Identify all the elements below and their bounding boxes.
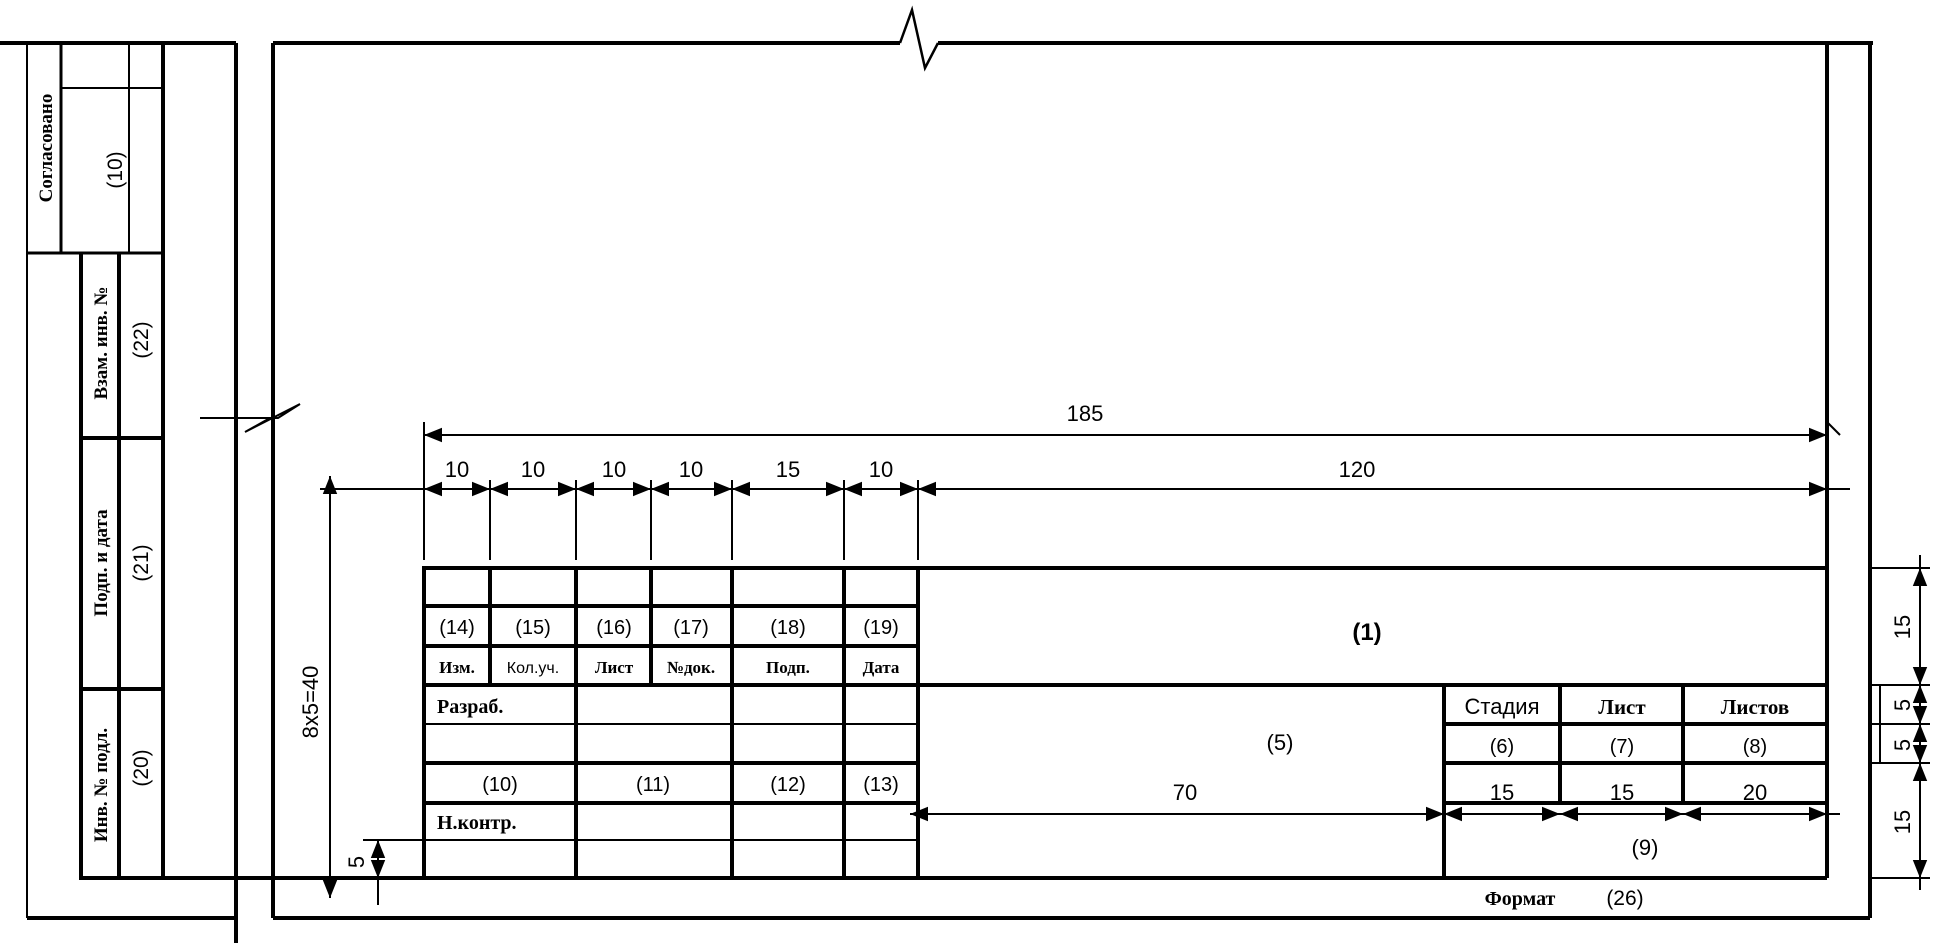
break-mark-left — [200, 403, 301, 433]
dim-col-7: 120 — [1339, 457, 1376, 482]
dim-bottom-row: 5 — [344, 856, 369, 868]
title-block-grid — [422, 566, 1827, 878]
row-field-11: (11) — [636, 774, 670, 796]
norm-control-label: Н.контр. — [437, 812, 517, 834]
row-field-13: (13) — [863, 774, 899, 796]
sheets-label: Листов — [1721, 695, 1789, 719]
dim-col-4: 10 — [679, 457, 703, 482]
sheet-label: Лист — [1598, 695, 1646, 719]
orig-inv-label: Инв. № подл. — [91, 728, 112, 842]
dim-col-2: 10 — [521, 457, 545, 482]
dim-right-1: 15 — [1890, 615, 1915, 639]
dim-total-height: 8x5=40 — [298, 666, 323, 739]
dim-right-3: 5 — [1890, 739, 1915, 751]
dim-col-3: 10 — [602, 457, 626, 482]
agreed-label: Согласовано — [36, 94, 57, 203]
sign-date-label: Подп. и дата — [91, 509, 112, 617]
agreed-num: (10) — [104, 151, 127, 188]
format-num: (26) — [1606, 887, 1643, 910]
header-change: Изм. — [439, 658, 475, 677]
replaced-inv-num: (22) — [130, 321, 153, 358]
side-stamp-text: Согласовано (10) Взам. инв. № (22) Подп.… — [36, 94, 153, 842]
header-qty: Кол.уч. — [507, 660, 559, 677]
dim-stage-1: 15 — [1490, 780, 1514, 805]
header-sign: Подп. — [766, 658, 810, 677]
main-frame — [236, 5, 1873, 920]
stage-num: (6) — [1490, 736, 1514, 758]
name-field: (5) — [1267, 730, 1294, 755]
dim-name-width: 70 — [1173, 780, 1197, 805]
orig-inv-num: (20) — [130, 749, 153, 786]
header-doc: №док. — [667, 658, 715, 677]
dim-col-5: 15 — [776, 457, 800, 482]
header-date: Дата — [863, 658, 900, 677]
dim-col-6: 10 — [869, 457, 893, 482]
dim-col-1: 10 — [445, 457, 469, 482]
dimension-labels: 185 10 10 10 10 15 10 120 8x5=40 5 70 15… — [298, 401, 1915, 868]
format-label: Формат — [1485, 888, 1556, 910]
dim-total-width: 185 — [1067, 401, 1104, 426]
row-field-12: (12) — [770, 774, 806, 796]
row-field-10: (10) — [482, 774, 518, 796]
field-14: (14) — [439, 617, 475, 639]
dim-stage-2: 15 — [1610, 780, 1634, 805]
replaced-inv-label: Взам. инв. № — [91, 287, 112, 400]
field-17: (17) — [673, 617, 709, 639]
designation-field: (1) — [1352, 619, 1381, 646]
developed-label: Разраб. — [437, 696, 503, 718]
side-stamp-frame — [0, 41, 238, 943]
field-19: (19) — [863, 617, 899, 639]
field-16: (16) — [596, 617, 632, 639]
title-block-text: (14) (15) (16) (17) (18) (19) Изм. Кол.у… — [437, 617, 1789, 910]
dim-right-4: 15 — [1890, 810, 1915, 834]
sign-date-num: (21) — [130, 544, 153, 581]
field-15: (15) — [515, 617, 551, 639]
sheet-num: (7) — [1610, 736, 1634, 758]
dim-stage-3: 20 — [1743, 780, 1767, 805]
header-sheet: Лист — [595, 658, 634, 677]
stage-label: Стадия — [1465, 694, 1540, 719]
org-field: (9) — [1632, 835, 1659, 860]
dim-right-2: 5 — [1890, 699, 1915, 711]
dimension-lines — [320, 421, 1930, 905]
sheets-num: (8) — [1743, 736, 1767, 758]
field-18: (18) — [770, 617, 806, 639]
